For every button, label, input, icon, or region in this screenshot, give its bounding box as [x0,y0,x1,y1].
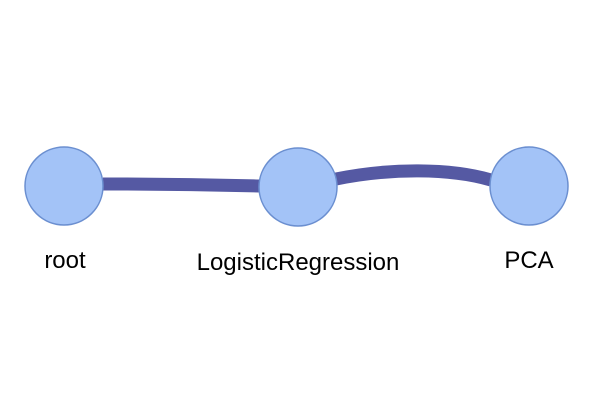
node-label-root: root [44,247,86,274]
node-label-pca: PCA [504,247,553,274]
labels: root LogisticRegression PCA [44,247,553,276]
node-pca[interactable] [489,146,569,226]
edge-root-to-logisticregression [102,177,260,193]
nodes [24,146,569,227]
node-root[interactable] [24,146,104,226]
edges [102,164,493,193]
node-label-logisticregression: LogisticRegression [197,249,400,276]
node-logisticregression[interactable] [258,147,338,227]
edge-logisticregression-to-pca [334,164,493,187]
